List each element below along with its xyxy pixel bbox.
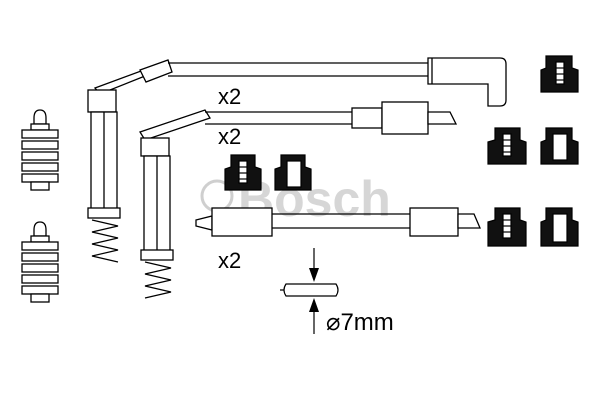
spark-plug-boot-icon [487, 127, 527, 165]
coil-spring-icon [144, 261, 172, 299]
diameter-label: ⌀7mm [326, 309, 394, 336]
distributor-terminal-icon [274, 154, 312, 191]
spark-plug-boot-icon [224, 154, 262, 191]
spark-plug-boot-icon [487, 207, 527, 247]
distributor-terminal-icon [540, 207, 579, 247]
distributor-terminal-icon [540, 127, 579, 165]
quantity-label-middle: x2 [218, 124, 241, 149]
spark-plug-boot-icon [540, 55, 579, 93]
ignition-cable-icon [139, 101, 458, 261]
arrow-down-icon [309, 268, 319, 282]
plug-connector-icon [21, 221, 59, 303]
coil-spring-icon [91, 219, 119, 263]
cable-cross-section-icon [283, 283, 339, 297]
quantity-label-upper: x2 [218, 84, 241, 109]
diameter-callout: ⌀7mm [280, 248, 394, 336]
ignition-cable-icon [87, 57, 507, 219]
plug-connector-icon [21, 109, 59, 191]
quantity-label-lower: x2 [218, 248, 241, 273]
ignition-cable-icon [195, 207, 481, 237]
